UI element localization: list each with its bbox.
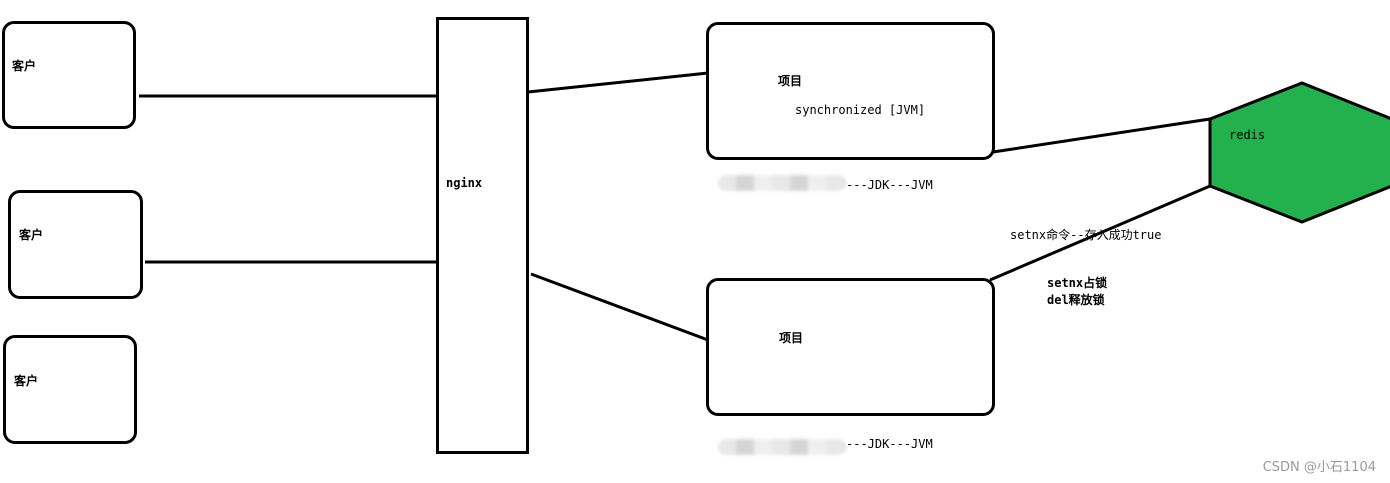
project-title: 项目: [779, 331, 804, 345]
jdk-jvm-label-top: ---JDK---JVM: [846, 178, 933, 192]
line-project-top-redis: [992, 117, 1211, 154]
redis-label: redis: [1229, 128, 1266, 142]
synchronized-label: synchronized [JVM]: [795, 103, 926, 117]
setnx-command-note: setnx命令--存入成功true: [1010, 228, 1162, 242]
client-box-1: 客户: [2, 21, 136, 129]
setnx-lock-note: setnx占锁: [1047, 276, 1108, 290]
line-nginx-project-bottom: [530, 272, 709, 342]
redis-hexagon: [1208, 81, 1390, 224]
del-release-note: del释放锁: [1047, 293, 1105, 307]
nginx-label: nginx: [446, 176, 483, 190]
nginx-box: nginx: [436, 17, 529, 454]
project-title: 项目: [778, 74, 803, 88]
line-nginx-project-top: [527, 71, 709, 94]
line-project-bottom-redis: [989, 184, 1211, 282]
redacted-text: [718, 175, 846, 191]
client-box-2: 客户: [8, 190, 143, 299]
client-label: 客户: [14, 374, 39, 388]
jdk-jvm-label-bottom: ---JDK---JVM: [846, 437, 933, 451]
redacted-text: [718, 439, 846, 455]
project-box-top: 项目 synchronized [JVM]: [706, 22, 995, 160]
client-box-3: 客户: [3, 335, 137, 444]
client-label: 客户: [19, 228, 44, 242]
project-box-bottom: 项目: [706, 278, 995, 416]
watermark: CSDN @小石1104: [1262, 460, 1376, 475]
client-label: 客户: [12, 59, 37, 73]
